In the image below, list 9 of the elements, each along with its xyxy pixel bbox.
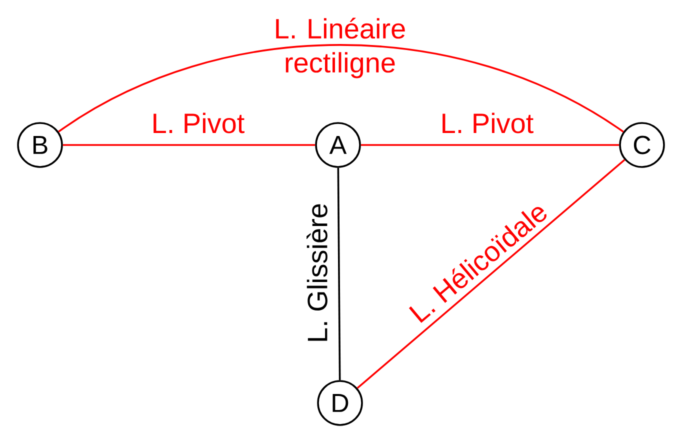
link-line [356, 159, 626, 389]
edge-label: L. Linéaire rectiligne [276, 18, 405, 78]
link-line [337, 168, 341, 380]
link-line [62, 144, 316, 146]
link-line [360, 144, 620, 146]
edge-label: L. Pivot [442, 112, 534, 134]
edge-label: L. Pivot [154, 112, 244, 134]
link-line [58, 44, 624, 133]
edge-label: L. Glissière [306, 204, 328, 341]
